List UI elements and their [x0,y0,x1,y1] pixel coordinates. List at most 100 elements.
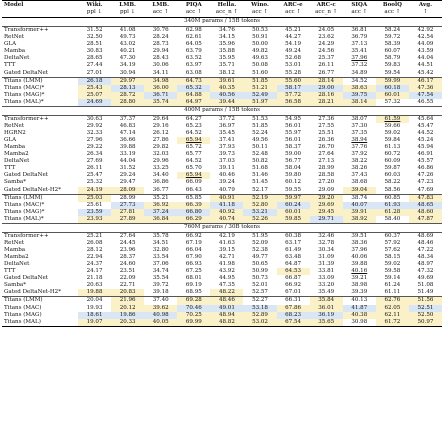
cell-lmb-acc: 28.24 [152,34,169,41]
cell-wino: 50.91 [252,34,268,41]
cell-arc-c: 29.09 [318,186,335,193]
cell-arc-e: 58.17 [276,84,310,92]
cell-piqa: 65.32 [177,84,211,92]
cell-arc-e: 59.00 [285,151,302,158]
cell-avg: 46.86 [417,165,434,172]
cell-piqa: 69.28 [177,296,211,305]
cell-model: Gated DeltaNet-H2* [4,289,61,296]
cell-wino: 49.56 [252,136,268,143]
cell-boolq: 58.15 [384,253,401,260]
cell-lmb-acc: 26.12 [152,129,169,136]
cell-wiki-ppl: 26.08 [86,239,103,246]
cell-avg: 44.04 [417,55,434,62]
cell-piqa: 64.52 [185,129,202,136]
cell-wino: 50.11 [252,144,268,150]
cell-lmb-ppl: 23.51 [119,268,136,275]
cell-arc-c: 36.19 [309,311,343,319]
cell-hella: 40.74 [210,215,244,224]
cell-lmb-ppl: 29.24 [119,172,136,179]
cell-piqa: 69.19 [185,282,202,289]
cell-piqa: 70.25 [177,311,211,319]
cell-avg: 44.52 [417,129,434,136]
cell-hella: 37.93 [218,144,235,150]
cell-arc-c: 29.00 [309,84,343,92]
cell-wino: 51.53 [252,115,268,122]
header-piqa: PIQA [177,0,211,10]
cell-hella: 35.88 [218,48,235,55]
cell-siqa: 34.52 [342,76,376,85]
cell-boolq: 58.24 [384,27,401,33]
cell-wiki-ppl: 30.63 [86,115,103,122]
cell-wiki-ppl: 26.18 [78,76,112,85]
cell-model: Titans (MAG)* [4,91,45,98]
cell-model: Gated DeltaNet-H2* [4,186,61,193]
cell-lmb-acc: 35.78 [152,232,169,239]
header-lmb-acc: LMB. [144,0,178,10]
cell-siqa: 37.92 [351,151,368,158]
cell-siqa: 39.39 [351,289,368,296]
cell-wiki-ppl: 22.94 [86,253,103,260]
cell-arc-c: 27.36 [318,115,335,122]
cell-lmb-acc: 36.84 [144,215,178,224]
section-header-row: 340M params / 15B tokens [2,17,443,27]
cell-avg: 42.92 [417,27,434,33]
cell-lmb-ppl: 31.52 [119,165,136,172]
cell-piqa: 67.25 [185,268,202,275]
section-title: 400M params / 15B tokens [2,106,443,116]
cell-arc-e: 59.85 [276,215,310,224]
cell-boolq: 59.54 [384,69,401,76]
cell-lmb-acc: 34.11 [152,69,169,76]
cell-wiki-ppl: 28.51 [86,41,103,48]
cell-lmb-ppl: 22.09 [119,275,136,282]
cell-model: Gated DeltaNet [4,275,48,282]
cell-lmb-acc: 39.18 [152,289,169,296]
cell-wiki-ppl: 19.88 [78,289,112,297]
cell-siqa: 39.51 [351,232,368,239]
cell-avg: 48.65 [408,201,443,209]
cell-lmb-acc: 34.98 [144,76,178,85]
cell-arc-c: 35.65 [309,318,343,327]
cell-arc-e: 53.01 [285,62,302,69]
cell-hella: 37.41 [218,136,235,143]
cell-wiki-ppl: 29.22 [86,144,103,150]
cell-hella: 44.95 [218,275,235,282]
cell-siqa: 41.87 [342,304,376,312]
cell-lmb-acc: 33.54 [152,253,169,260]
cell-lmb-ppl: 28.72 [111,91,145,99]
cell-boolq: 60.37 [384,232,401,239]
cell-hella: 48.94 [210,311,244,319]
cell-avg: 47.32 [417,268,434,275]
cell-boolq: 59.58 [384,268,401,275]
cell-wino: 52.48 [252,151,268,158]
cell-siqa: 35.41 [351,48,368,55]
cell-wino: 52.80 [243,201,277,209]
cell-boolq: 61.13 [384,144,401,150]
cell-arc-e: 64.87 [285,261,302,267]
cell-lmb-acc: 34.51 [152,239,169,246]
cell-lmb-ppl: 28.13 [111,84,145,92]
cell-lmb-acc: 32.03 [152,151,169,158]
cell-lmb-acc: 29.64 [152,115,169,122]
cell-siqa: 39.91 [342,208,376,216]
cell-arc-c: 24.05 [318,27,335,33]
cell-wiki-ppl: 24.37 [86,261,103,267]
metric-siqa: acc ↑ [342,9,376,19]
cell-siqa: 40.13 [342,296,376,305]
cell-avg: 52.51 [408,304,443,312]
cell-boolq: 57.32 [384,98,401,105]
cell-boolq: 60.72 [384,151,401,158]
cell-wiki-ppl: 25.47 [86,172,103,179]
cell-hella: 41.63 [218,239,235,246]
cell-avg: 49.69 [417,275,434,282]
cell-lmb-acc: 32.80 [152,246,169,253]
cell-hella: 37.03 [218,158,235,165]
cell-arc-e: 55.97 [285,129,302,136]
cell-arc-e: 55.60 [276,76,310,85]
cell-siqa: 37.76 [351,144,368,150]
cell-boolq: 61.11 [384,289,401,296]
cell-hella: 40.92 [210,208,244,216]
cell-model: Mamba2 [4,253,29,260]
